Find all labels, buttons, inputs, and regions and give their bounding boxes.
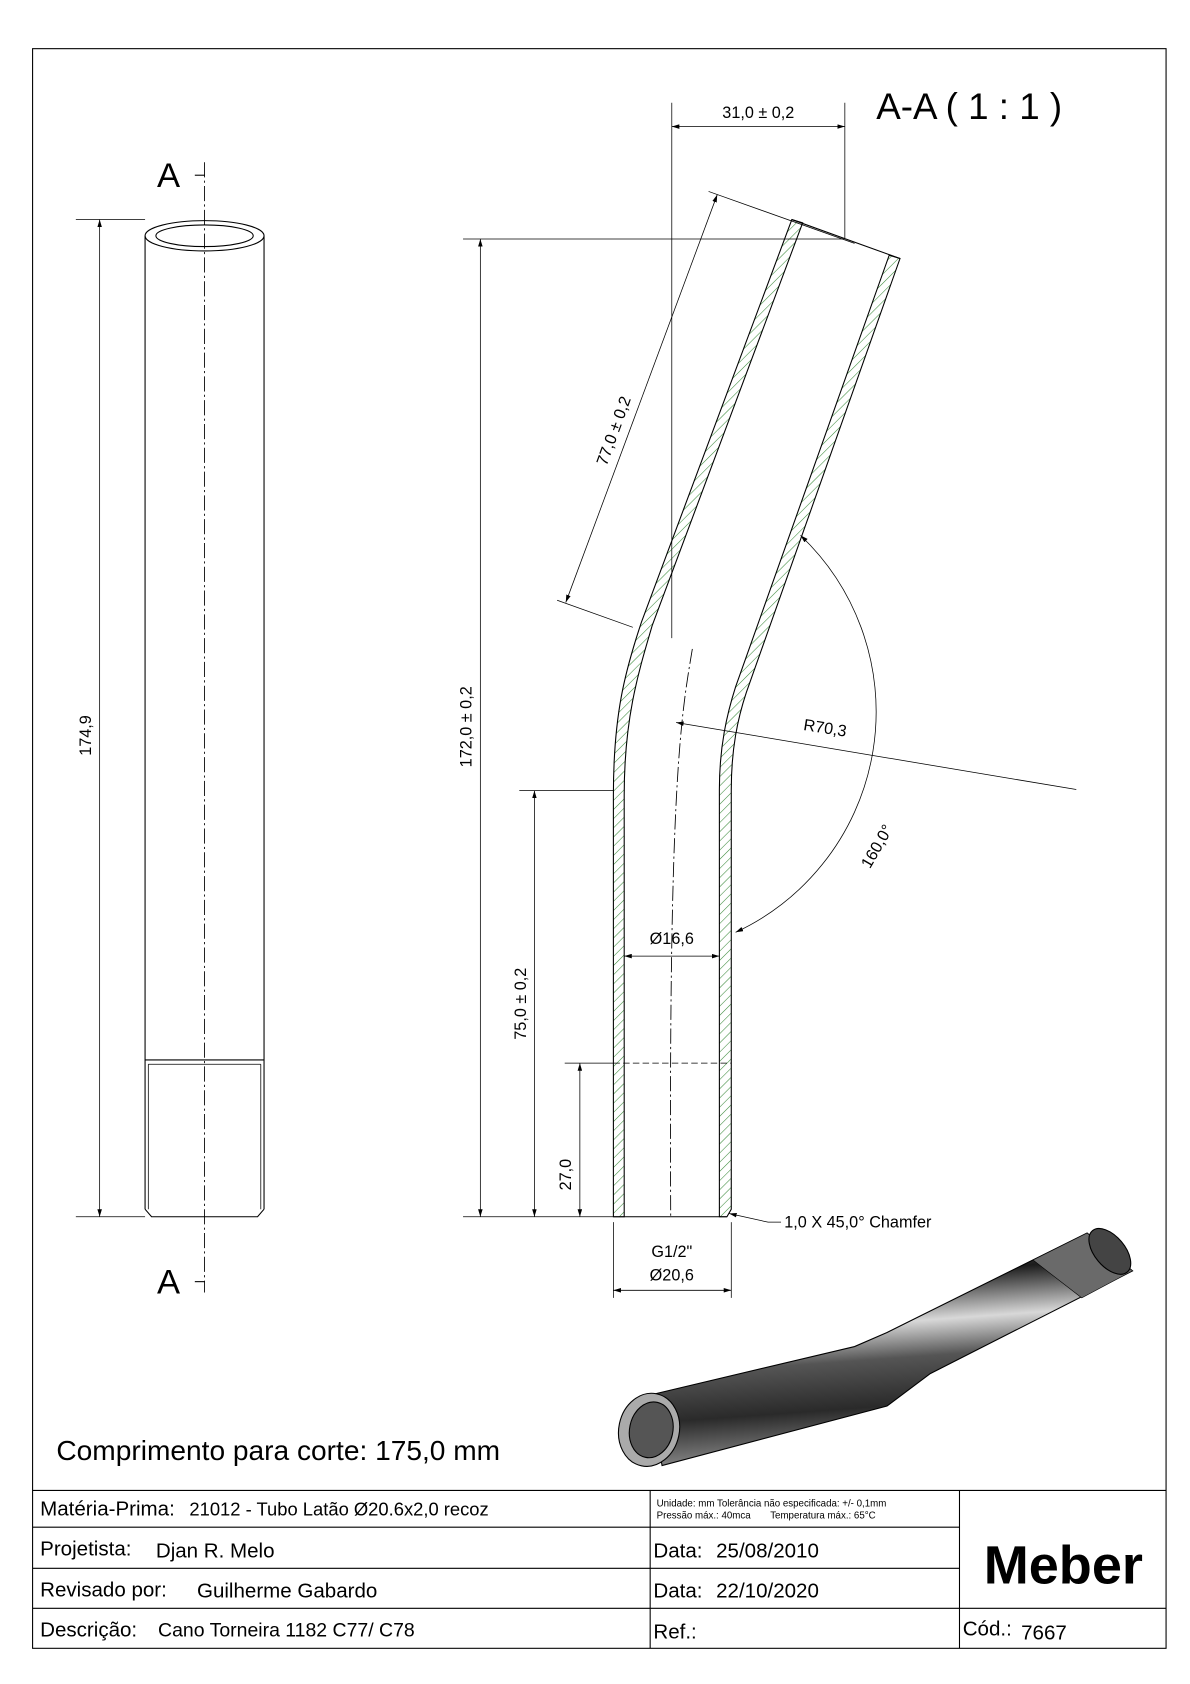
dimension-label: 160,0° [858,822,897,872]
drawing-frame [32,48,1167,1649]
date1-value: 25/08/2010 [716,1539,819,1562]
centerline-section [670,648,693,1217]
notes-temperature: Temperatura máx.: 65°C [770,1511,875,1522]
section-mark-bottom: A [157,1264,181,1302]
date2-label: Data: [653,1579,702,1602]
title-block: Matéria-Prima: 21012 - Tubo Latão Ø20.6x… [32,1489,1167,1649]
description-value: Cano Torneira 1182 C77/ C78 [158,1619,415,1641]
dimension-label: 172,0 ± 0,2 [458,686,476,767]
notes-pressure: Pressão máx.: 40mca [657,1511,752,1522]
chamfer-note: 1,0 X 45,0° Chamfer [784,1214,932,1232]
dimension-label: 174,9 [77,715,95,756]
reviewer-label: Revisado por: [40,1578,167,1601]
dimension-label: 27,0 [557,1159,575,1191]
code-label: Cód.: [963,1617,1012,1640]
notes-line1: Unidade: mm Tolerância não especificada:… [657,1499,887,1510]
ref-label: Ref.: [653,1621,696,1644]
date1-label: Data: [653,1539,702,1562]
tube-wall-right [718,254,901,1218]
description-label: Descrição: [40,1618,137,1641]
dimension-label: G1/2" [651,1243,692,1261]
section-mark-top: A [157,157,181,195]
cut-length: Comprimento para corte: 175,0 mm [56,1435,500,1466]
dimension-label: R70,3 [802,716,848,741]
company-logo: Meber [984,1535,1143,1595]
tube-3d-render [617,1227,1134,1467]
material-value: 21012 - Tubo Latão Ø20.6x2,0 recoz [189,1498,488,1519]
designer-value: Djan R. Melo [156,1539,275,1562]
date2-value: 22/10/2020 [716,1579,819,1602]
dimension-label: 31,0 ± 0,2 [722,104,794,122]
section-title: A-A ( 1 : 1 ) [876,86,1062,127]
tube-wall-left [612,218,804,1218]
material-label: Matéria-Prima: [40,1497,175,1520]
dimension-label: 75,0 ± 0,2 [512,968,530,1040]
reviewer-value: Guilherme Gabardo [197,1579,377,1602]
side-view: A A 174,9 [75,157,265,1302]
designer-label: Projetista: [40,1537,131,1560]
dimension-label: 77,0 ± 0,2 [593,394,635,468]
dimension-label: Ø20,6 [650,1267,694,1285]
dimension-label: Ø16,6 [650,930,694,948]
code-value: 7667 [1021,1622,1067,1645]
section-view: A-A ( 1 : 1 ) 31,0 ± 0,2 77,0 ± 0,2 172,… [458,86,1077,1298]
